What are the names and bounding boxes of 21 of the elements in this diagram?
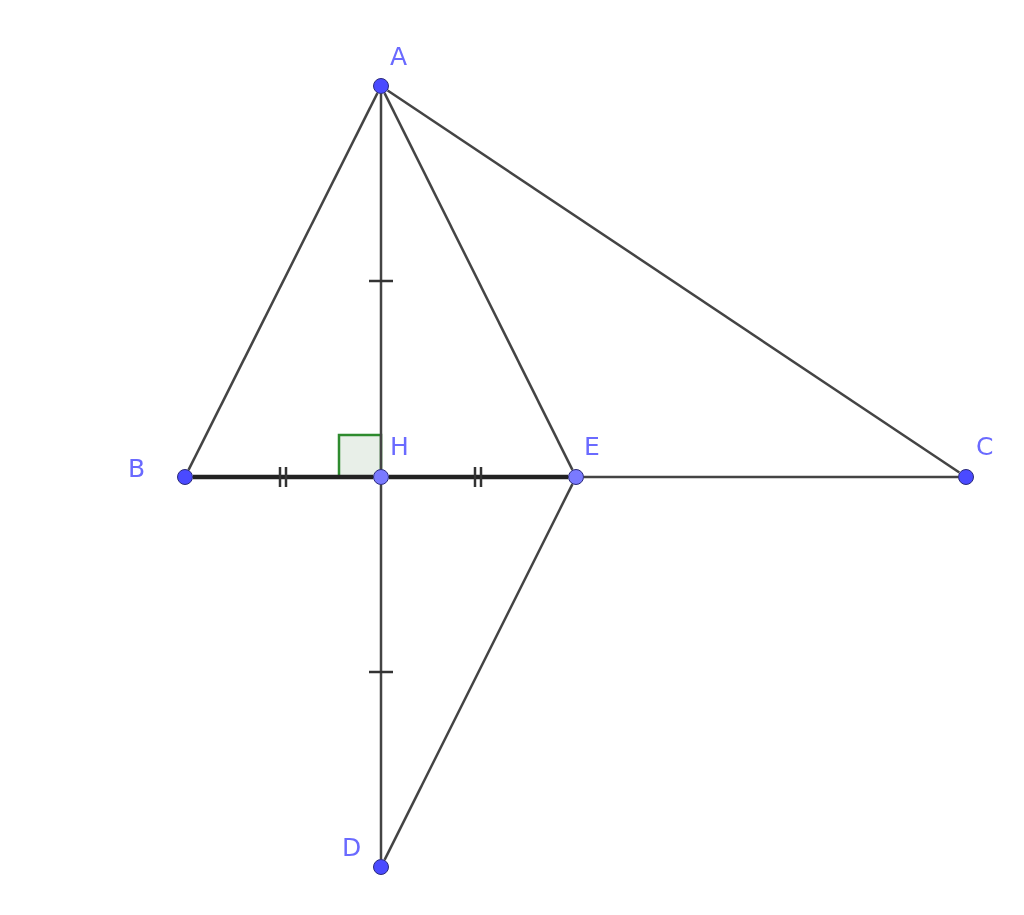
line-segment	[379, 485, 383, 859]
line-segment	[383, 483, 574, 861]
point	[373, 859, 389, 875]
line-segment	[389, 474, 568, 480]
point-label: C	[976, 434, 994, 459]
point-label: A	[390, 44, 408, 69]
line-segment	[193, 474, 373, 480]
line-segment	[383, 92, 574, 471]
line-segment	[386, 89, 961, 474]
point-label: B	[128, 456, 146, 481]
point	[958, 469, 974, 485]
line-segment	[187, 92, 379, 471]
point	[373, 78, 389, 94]
point	[177, 469, 193, 485]
point	[373, 469, 389, 485]
point-label: D	[342, 835, 362, 860]
line-segment	[584, 475, 958, 479]
point	[568, 469, 584, 485]
point-label: H	[390, 434, 409, 459]
line-segment	[379, 94, 383, 469]
point-label: E	[584, 434, 600, 459]
